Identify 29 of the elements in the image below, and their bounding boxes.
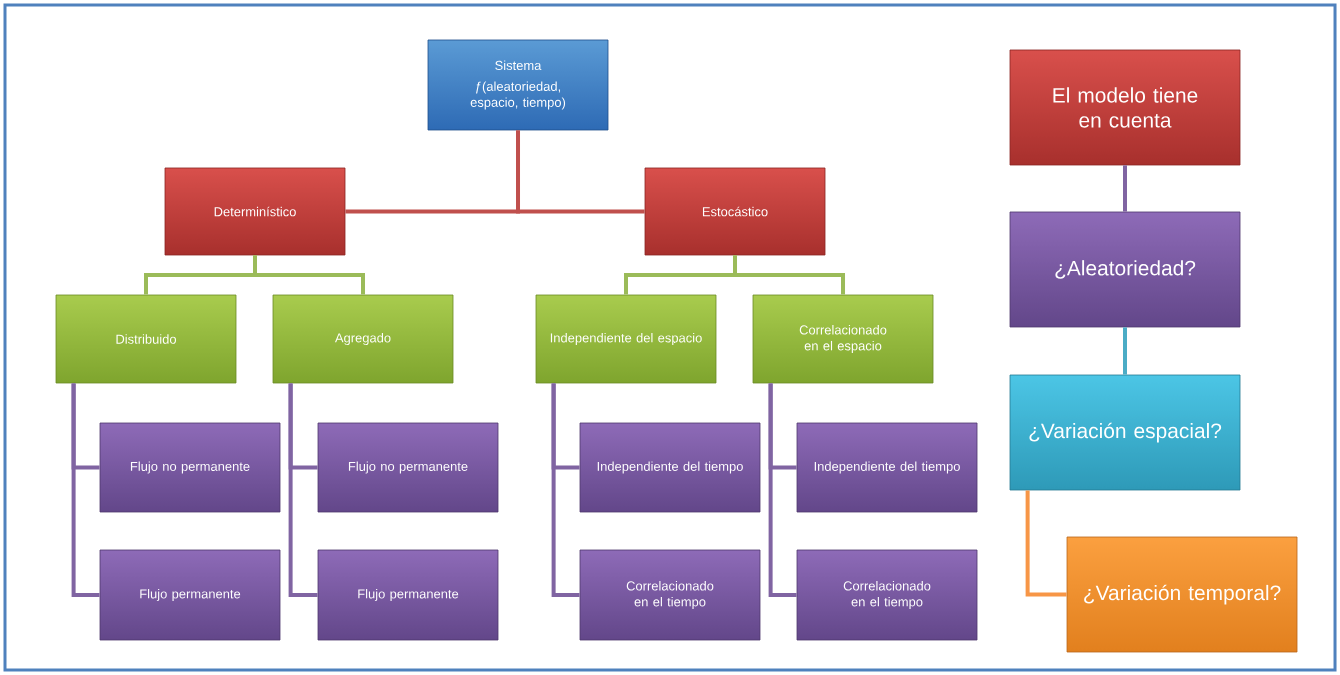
category-box: Independiente del espacio <box>535 294 717 384</box>
category-box: Flujo no permanente <box>317 422 499 513</box>
connector <box>1123 165 1127 212</box>
system-box: Sistema ƒ(aleatoriedad, espacio, tiempo) <box>427 39 609 131</box>
connector <box>768 383 797 597</box>
category-box: Independiente del tiempo <box>579 422 761 513</box>
connector <box>71 383 100 597</box>
category-box: Flujo permanente <box>317 549 499 641</box>
category-box: Estocástico <box>644 167 826 256</box>
connector <box>1123 327 1127 375</box>
category-box: El modelo tiene en cuenta <box>1009 49 1241 166</box>
connector <box>1025 490 1067 597</box>
category-box: Flujo no permanente <box>99 422 281 513</box>
category-box: Correlacionado en el espacio <box>752 294 934 384</box>
question-box: ¿Variación temporal? <box>1066 536 1298 653</box>
connector <box>551 383 580 597</box>
category-box: Distribuido <box>55 294 237 384</box>
connector <box>733 255 845 295</box>
category-box: Determinístico <box>164 167 346 256</box>
connector <box>516 130 645 214</box>
category-box: Correlacionado en el tiempo <box>579 549 761 641</box>
category-box: Independiente del tiempo <box>796 422 978 513</box>
connector <box>253 255 365 295</box>
category-box: Correlacionado en el tiempo <box>796 549 978 641</box>
connector <box>288 383 318 597</box>
category-box: Agregado <box>272 294 454 384</box>
category-box: Flujo permanente <box>99 549 281 641</box>
category-box: ¿Aleatoriedad? <box>1009 211 1241 328</box>
question-box: ¿Variación espacial? <box>1009 374 1241 491</box>
